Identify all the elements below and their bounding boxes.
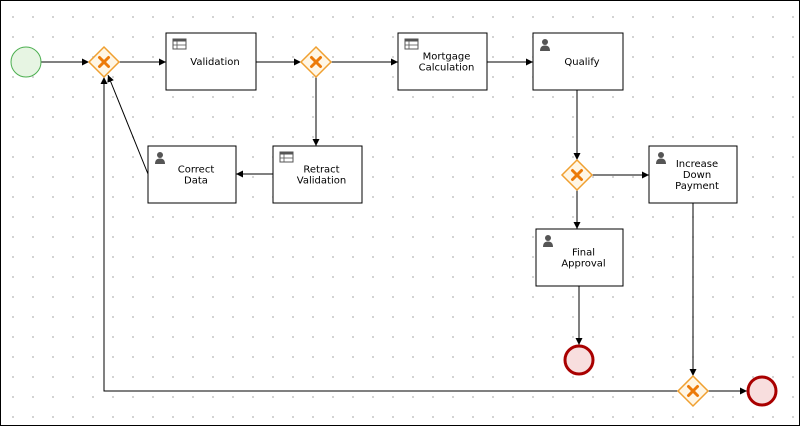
task-label: Calculation bbox=[419, 63, 475, 74]
user-icon bbox=[656, 152, 666, 164]
task-label: Validation bbox=[190, 57, 239, 68]
start-event[interactable] bbox=[10, 46, 42, 78]
exclusive-x-icon bbox=[310, 56, 322, 68]
task-label: Approval bbox=[561, 259, 605, 270]
task-label: Down bbox=[683, 170, 711, 181]
end-event-2[interactable] bbox=[746, 375, 778, 407]
task-qualify[interactable]: Qualify bbox=[532, 32, 624, 91]
business-rule-icon bbox=[279, 151, 294, 163]
task-label: Correct bbox=[178, 165, 215, 176]
exclusive-x-icon bbox=[687, 385, 699, 397]
sequence-flows bbox=[41, 58, 747, 395]
task-validation[interactable]: Validation bbox=[165, 32, 257, 91]
user-icon bbox=[540, 39, 550, 51]
business-rule-icon bbox=[172, 38, 187, 50]
exclusive-gateway-1[interactable] bbox=[87, 45, 121, 79]
task-label: Validation bbox=[297, 176, 346, 187]
task-box[interactable] bbox=[165, 32, 257, 91]
exclusive-x-icon bbox=[571, 169, 583, 181]
task-label: Final bbox=[572, 248, 595, 259]
business-rule-icon bbox=[404, 38, 419, 50]
exclusive-gateway-3[interactable] bbox=[560, 158, 594, 192]
task-label: Qualify bbox=[564, 57, 599, 68]
task-label: Data bbox=[184, 176, 208, 187]
task-box[interactable] bbox=[532, 32, 624, 91]
exclusive-gateway-4[interactable] bbox=[676, 374, 710, 408]
task-label: Retract bbox=[303, 165, 339, 176]
exclusive-x-icon bbox=[98, 56, 110, 68]
task-label: Mortgage bbox=[423, 52, 471, 63]
end-event-1[interactable] bbox=[563, 344, 595, 376]
task-label: Increase bbox=[676, 159, 718, 170]
flow-correct-data-to-gateway-1[interactable] bbox=[107, 74, 149, 175]
user-icon bbox=[543, 235, 553, 247]
flow-gateway-4-to-gateway-1[interactable] bbox=[100, 77, 678, 392]
task-box[interactable] bbox=[397, 32, 488, 91]
exclusive-gateway-2[interactable] bbox=[299, 45, 333, 79]
user-icon bbox=[155, 152, 165, 164]
task-label: Payment bbox=[675, 181, 719, 192]
